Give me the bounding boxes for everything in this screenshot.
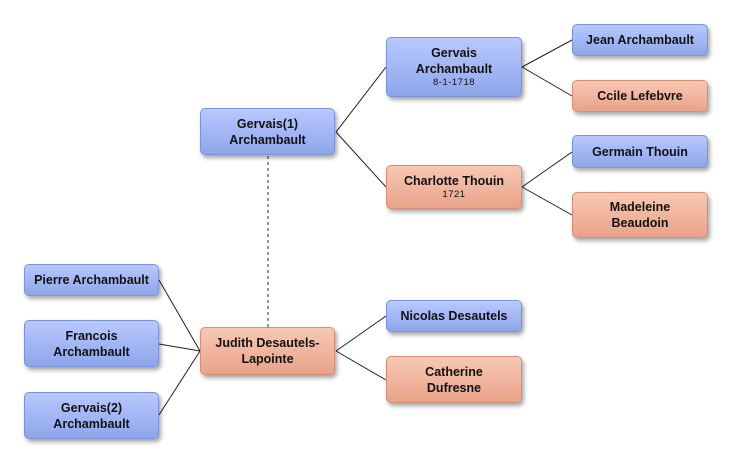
- line-francois-to-judith: [158, 343, 201, 352]
- person-name: Francois Archambault: [53, 328, 130, 359]
- person-name: Nicolas Desautels: [400, 309, 508, 323]
- person-node-nicolas-desautels[interactable]: Nicolas Desautels: [386, 300, 522, 332]
- line-gervais-sr-to-jean: [521, 39, 573, 68]
- line-gervais-sr-to-ccile: [521, 66, 573, 97]
- person-name: Charlotte Thouin: [404, 174, 504, 188]
- person-name: Gervais Archambault: [415, 46, 493, 76]
- person-name: Ccile Lefebvre: [597, 89, 683, 103]
- person-node-madeleine-beaudoin[interactable]: Madeleine Beaudoin: [572, 192, 708, 238]
- person-name: Gervais(2) Archambault: [53, 400, 130, 431]
- person-name: Germain Thouin: [592, 144, 688, 159]
- line-judith-to-nicolas: [335, 315, 387, 352]
- person-node-jean-archambault[interactable]: Jean Archambault: [572, 24, 708, 56]
- person-node-pierre-archambault[interactable]: Pierre Archambault: [24, 264, 159, 296]
- person-name: Pierre Archambault: [34, 273, 149, 287]
- person-node-gervais-archambault[interactable]: Gervais Archambault 8-1-1718: [386, 37, 522, 97]
- person-node-charlotte-thouin[interactable]: Charlotte Thouin 1721: [386, 165, 522, 209]
- line-gervais2-to-judith: [158, 350, 201, 416]
- person-node-gervais2-archambault[interactable]: Gervais(2) Archambault: [24, 392, 159, 439]
- line-pierre-to-judith: [158, 279, 201, 352]
- line-gervais1-to-gervais-sr: [335, 66, 387, 133]
- line-judith-to-catherine: [335, 350, 387, 381]
- person-node-catherine-dufresne[interactable]: Catherine Dufresne: [386, 356, 522, 403]
- person-date: 1721: [442, 189, 466, 200]
- person-date: 8-1-1718: [432, 77, 476, 88]
- person-node-judith-desautels-lapointe[interactable]: Judith Desautels- Lapointe: [200, 327, 335, 375]
- line-charlotte-to-madeleine: [521, 186, 573, 216]
- person-name: Judith Desautels- Lapointe: [215, 336, 320, 366]
- line-gervais1-to-charlotte: [335, 131, 387, 188]
- person-node-francois-archambault[interactable]: Francois Archambault: [24, 320, 159, 367]
- person-name: Gervais(1) Archambault: [229, 116, 306, 147]
- person-node-gervais1-archambault[interactable]: Gervais(1) Archambault: [200, 108, 335, 155]
- person-name: Madeleine Beaudoin: [609, 200, 671, 230]
- line-charlotte-to-germain: [521, 151, 573, 188]
- person-name: Catherine Dufresne: [425, 364, 483, 395]
- person-node-germain-thouin[interactable]: Germain Thouin: [572, 135, 708, 168]
- person-node-ccile-lefebvre[interactable]: Ccile Lefebvre: [572, 80, 708, 112]
- person-name: Jean Archambault: [586, 33, 694, 47]
